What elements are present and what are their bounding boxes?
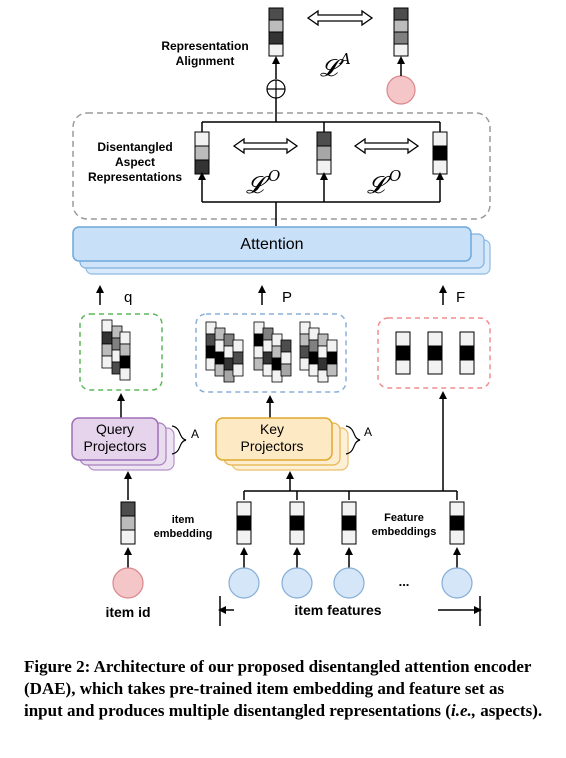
f-label: F <box>456 289 465 306</box>
orth-double-arrow-icon-1 <box>232 137 299 155</box>
item-features-label: item features <box>294 602 381 618</box>
feature-circle-3 <box>333 567 365 599</box>
attention-block: Attention <box>72 226 491 275</box>
caption-ie: i.e., <box>450 701 476 720</box>
key-projectors-label-line2: Projectors <box>240 438 303 454</box>
alignment-section: Representation Alignment 𝓛 A <box>161 7 416 105</box>
feature-embedding-2 <box>289 501 305 545</box>
query-a-label: A <box>191 427 199 441</box>
loss-orth-superscript-2: O <box>389 167 401 185</box>
feature-embeddings-label-line1: Feature <box>384 512 424 524</box>
orth-double-arrow-icon-2 <box>353 137 420 155</box>
query-stack-brace-icon <box>171 425 187 455</box>
dae-architecture-diagram: Representation Alignment 𝓛 A <box>71 7 491 626</box>
feature-vectors-box <box>377 317 491 389</box>
item-features-span: item features <box>218 596 482 626</box>
query-projectors-label-line2: Projectors <box>83 438 146 454</box>
query-projectors-label-line1: Query <box>96 421 134 437</box>
feature-circle-2 <box>281 567 313 599</box>
item-embedding-vector <box>120 501 136 545</box>
ellipsis-label: ... <box>399 574 410 589</box>
query-stack <box>101 319 131 381</box>
item-id-circle-top <box>386 75 416 105</box>
item-embedding-label-line1: item <box>172 514 195 526</box>
key-stack-3 <box>299 321 338 383</box>
feature-circle-n <box>441 567 473 599</box>
feature-vector-f3 <box>459 331 475 375</box>
concat-oplus-icon <box>266 79 286 99</box>
query-projectors: Query Projectors A <box>71 417 199 471</box>
q-label: q <box>124 289 132 306</box>
query-vectors-box <box>79 313 163 391</box>
disentangled-label-line2: Aspect <box>115 155 155 169</box>
feature-embedding-1 <box>236 501 252 545</box>
key-stack-1 <box>205 321 244 383</box>
caption-text-before: Architecture of our proposed disentangle… <box>24 657 532 720</box>
aspect-vector-2 <box>316 131 332 175</box>
feature-embeddings-label-line2: embeddings <box>372 526 437 538</box>
disentangled-dashed-box <box>72 112 491 220</box>
figure-caption: Figure 2: Architecture of our proposed d… <box>24 656 546 722</box>
key-projectors-label-line1: Key <box>260 421 284 437</box>
alignment-double-arrow-icon <box>306 9 374 27</box>
p-label: P <box>282 289 292 306</box>
aspect-vector-1 <box>194 131 210 175</box>
disentangled-section: Disentangled Aspect Representations <box>72 98 491 226</box>
representation-alignment-label-line2: Alignment <box>176 54 235 68</box>
loss-orth-symbol-1: 𝓛 <box>246 171 270 199</box>
key-projectors: Key Projectors A <box>215 417 372 471</box>
aligned-vector-left <box>268 7 284 57</box>
key-stack-2 <box>253 321 292 383</box>
disentangled-label-line3: Representations <box>88 170 182 184</box>
aligned-vector-right <box>393 7 409 57</box>
feature-circle-1 <box>228 567 260 599</box>
loss-orth-superscript-1: O <box>268 167 280 185</box>
attention-label: Attention <box>240 236 303 253</box>
key-vectors-box <box>195 313 347 393</box>
item-id-circle <box>112 567 144 599</box>
figure-label: Figure 2: <box>24 657 91 676</box>
aspect-vector-3 <box>432 131 448 175</box>
caption-text-after: aspects). <box>476 701 543 720</box>
representation-alignment-label-line1: Representation <box>161 39 248 53</box>
key-stack-brace-icon <box>345 425 361 455</box>
loss-alignment-superscript: A <box>338 50 351 68</box>
key-a-label: A <box>364 425 372 439</box>
feature-embedding-3 <box>341 501 357 545</box>
feature-embedding-n <box>449 501 465 545</box>
item-embedding-label-line2: embedding <box>154 528 213 540</box>
disentangled-label-line1: Disentangled <box>97 140 172 154</box>
feature-vector-f1 <box>395 331 411 375</box>
loss-orth-symbol-2: 𝓛 <box>367 171 391 199</box>
item-id-label: item id <box>105 604 150 620</box>
feature-vector-f2 <box>427 331 443 375</box>
